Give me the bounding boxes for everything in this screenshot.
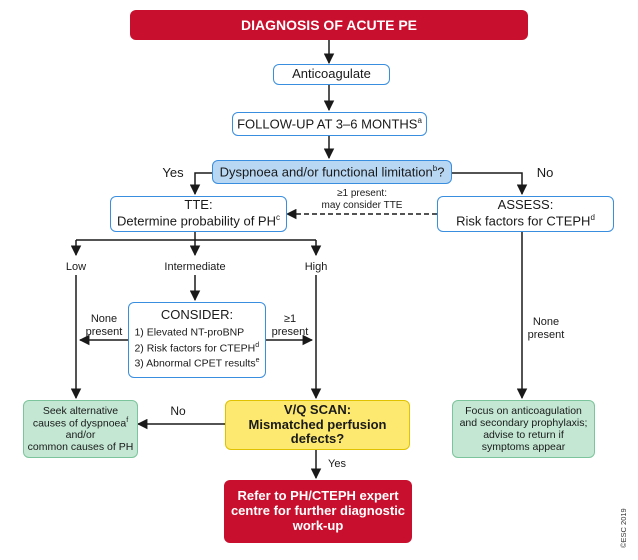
copyright-text: ©ESC 2019 bbox=[619, 508, 628, 548]
consider-item-2: 2) Risk factors for CTEPHd bbox=[134, 341, 260, 355]
one-present-right: ≥1 present bbox=[271, 313, 309, 338]
follow-up-box: FOLLOW-UP AT 3–6 MONTHSa bbox=[232, 112, 427, 136]
consider-title: CONSIDER: bbox=[160, 307, 234, 322]
branch-intermediate: Intermediate bbox=[164, 261, 226, 273]
dashed-arrow-label: ≥1 present: may consider TTE bbox=[321, 188, 403, 211]
branch-low: Low bbox=[65, 261, 87, 273]
seek-box: Seek alternative causes of dyspnoeaf and… bbox=[23, 400, 138, 458]
consider-list: 1) Elevated NT-proBNP 2) Risk factors fo… bbox=[134, 325, 259, 372]
tte-line1: TTE: bbox=[184, 197, 213, 213]
assess-line2: Risk factors for CTEPHd bbox=[456, 213, 595, 229]
arrow-dyspnoea-yes bbox=[189, 172, 212, 196]
assess-box: ASSESS: Risk factors for CTEPHd bbox=[437, 196, 614, 232]
anticoagulate-text: Anticoagulate bbox=[292, 66, 371, 82]
focus-line1: Focus on anticoagulation bbox=[465, 404, 582, 417]
consider-item-1: 1) Elevated NT-proBNP bbox=[134, 326, 245, 339]
focus-line2: and secondary prophylaxis; bbox=[459, 416, 588, 429]
seek-line4: common causes of PH bbox=[27, 441, 134, 454]
title-text: DIAGNOSIS OF ACUTE PE bbox=[240, 16, 418, 33]
yes-label: Yes bbox=[162, 165, 184, 180]
focus-box: Focus on anticoagulation and secondary p… bbox=[452, 400, 595, 458]
refer-line3: work-up bbox=[292, 517, 344, 533]
anticoagulate-box: Anticoagulate bbox=[273, 64, 390, 85]
arrow-dyspnoea-no bbox=[452, 172, 528, 196]
refer-line2: centre for further diagnostic bbox=[230, 503, 406, 519]
no-label: No bbox=[536, 165, 554, 180]
vq-no-label: No bbox=[170, 404, 186, 418]
vq-line2: Mismatched perfusion defects? bbox=[248, 416, 387, 447]
follow-up-text: FOLLOW-UP AT 3–6 MONTHSa bbox=[237, 115, 422, 132]
vq-yes-label: Yes bbox=[328, 458, 346, 470]
tte-box: TTE: Determine probability of PHc bbox=[110, 196, 287, 232]
branch-high: High bbox=[304, 261, 328, 273]
consider-item-3: 3) Abnormal CPET resultse bbox=[134, 357, 260, 370]
refer-box: Refer to PH/CTEPH expert centre for furt… bbox=[224, 480, 412, 543]
focus-line3: advise to return if bbox=[483, 429, 564, 441]
seek-line3: and/or bbox=[65, 429, 96, 442]
focus-line4: symptoms appear bbox=[481, 441, 566, 454]
dyspnoea-text: Dyspnoea and/or functional limitationb? bbox=[219, 163, 445, 180]
assess-line1: ASSESS: bbox=[497, 197, 554, 213]
vq-scan-box: V/Q SCAN: Mismatched perfusion defects? bbox=[225, 400, 410, 450]
none-present-right: None present bbox=[527, 316, 565, 341]
tte-line2: Determine probability of PHc bbox=[117, 213, 280, 229]
none-present-left: None present bbox=[85, 313, 123, 338]
seek-line2: causes of dyspnoeaf bbox=[32, 416, 129, 430]
seek-line1: Seek alternative bbox=[42, 404, 119, 417]
refer-line1: Refer to PH/CTEPH expert bbox=[237, 488, 399, 504]
consider-box: CONSIDER: 1) Elevated NT-proBNP 2) Risk … bbox=[128, 302, 266, 378]
vq-line1: V/Q SCAN: bbox=[283, 401, 352, 417]
dyspnoea-box: Dyspnoea and/or functional limitationb? bbox=[212, 160, 452, 184]
title-box: DIAGNOSIS OF ACUTE PE bbox=[130, 10, 528, 40]
